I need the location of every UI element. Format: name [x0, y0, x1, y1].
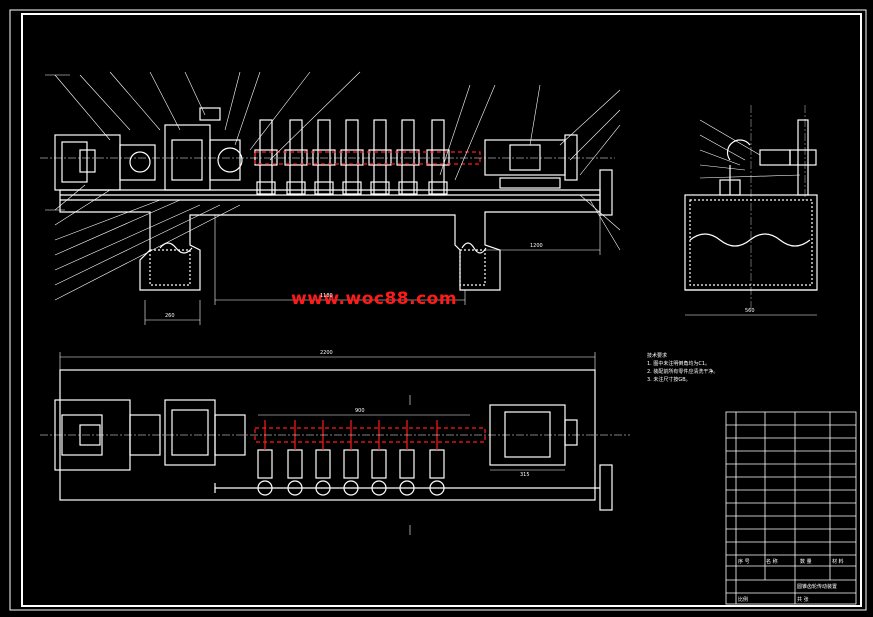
- spindle-stations: [254, 119, 450, 196]
- front-view: [54, 107, 613, 291]
- side-leaders: [685, 105, 817, 316]
- title-block-scale: 比例: [738, 597, 749, 603]
- plan-dimensions: [59, 352, 596, 535]
- watermark-text: www.woc88.com: [291, 289, 458, 309]
- technical-notes: 技术要求 1. 图中未注明倒角均为C1。 2. 装配前所有零件应清洗干净。 3.…: [647, 352, 718, 384]
- plan-view: [54, 369, 613, 511]
- dim-top-overall: 2200: [320, 350, 333, 356]
- front-leaders: [45, 71, 621, 301]
- dim-plan-inner: 900: [355, 408, 365, 414]
- title-block-col-no: 序 号: [738, 559, 750, 565]
- dim-right-span: 1200: [530, 243, 543, 249]
- title-block-sheet: 共 张: [797, 597, 809, 603]
- title-block-col-mat: 材 料: [832, 559, 844, 565]
- dim-center-span: 1180: [320, 293, 333, 299]
- notes-title: 技术要求: [647, 353, 668, 359]
- title-block-col-qty: 数 量: [800, 559, 812, 565]
- title-block-drawing-name: 圆锥齿轮传动装置: [797, 584, 838, 590]
- dim-side-width: 560: [745, 308, 755, 314]
- dim-plan-right: 315: [520, 472, 530, 478]
- title-block: [725, 411, 857, 605]
- notes-item-1: 1. 图中未注明倒角均为C1。: [647, 361, 711, 367]
- notes-item-2: 2. 装配前所有零件应清洗干净。: [647, 369, 719, 375]
- front-dimensions: [144, 215, 601, 325]
- dim-left-base: 260: [165, 313, 175, 319]
- title-block-col-name: 名 称: [766, 559, 778, 565]
- outer-frame: [9, 9, 867, 611]
- inner-frame: [21, 13, 862, 607]
- notes-item-3: 3. 未注尺寸按GB。: [647, 377, 691, 383]
